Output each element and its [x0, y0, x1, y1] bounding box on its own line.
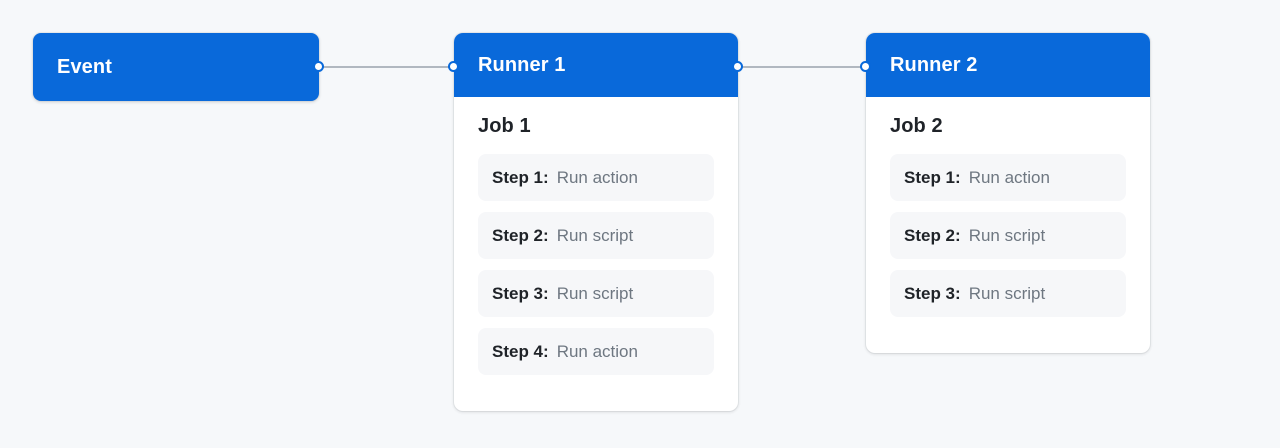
runner-2-step-list: Step 1: Run action Step 2: Run script St… [890, 154, 1126, 317]
step-item[interactable]: Step 3: Run script [478, 270, 714, 317]
node-runner-2[interactable]: Runner 2 Job 2 Step 1: Run action Step 2… [866, 33, 1150, 353]
step-label: Step 2: [492, 225, 549, 245]
step-item[interactable]: Step 3: Run script [890, 270, 1126, 317]
step-value: Run script [968, 283, 1046, 303]
runner-2-title: Runner 2 [890, 53, 978, 76]
handle-runner-1-right[interactable] [732, 61, 743, 72]
step-item[interactable]: Step 1: Run action [890, 154, 1126, 201]
node-event-label: Event [57, 55, 112, 78]
step-value: Run action [968, 167, 1050, 187]
step-value: Run action [556, 167, 638, 187]
step-value: Run script [556, 225, 634, 245]
step-value: Run script [556, 283, 634, 303]
step-item[interactable]: Step 4: Run action [478, 328, 714, 375]
node-runner-1[interactable]: Runner 1 Job 1 Step 1: Run action Step 2… [454, 33, 738, 411]
handle-runner-1-left[interactable] [448, 61, 459, 72]
step-item[interactable]: Step 2: Run script [890, 212, 1126, 259]
step-label: Step 2: [904, 225, 961, 245]
runner-2-job-title: Job 2 [890, 115, 943, 137]
step-label: Step 3: [904, 283, 961, 303]
runner-2-header: Runner 2 [866, 33, 1150, 97]
step-label: Step 3: [492, 283, 549, 303]
edge-runner-1-to-runner-2 [738, 66, 866, 68]
runner-1-job-title: Job 1 [478, 115, 531, 137]
step-value: Run script [968, 225, 1046, 245]
runner-1-step-list: Step 1: Run action Step 2: Run script St… [478, 154, 714, 375]
step-label: Step 1: [492, 167, 549, 187]
step-value: Run action [556, 341, 638, 361]
runner-1-header: Runner 1 [454, 33, 738, 97]
node-event[interactable]: Event [33, 33, 319, 101]
runner-1-body: Job 1 Step 1: Run action Step 2: Run scr… [454, 97, 738, 397]
step-label: Step 4: [492, 341, 549, 361]
step-item[interactable]: Step 1: Run action [478, 154, 714, 201]
step-item[interactable]: Step 2: Run script [478, 212, 714, 259]
step-label: Step 1: [904, 167, 961, 187]
runner-1-title: Runner 1 [478, 53, 566, 76]
edge-event-to-runner-1 [319, 66, 454, 68]
handle-runner-2-left[interactable] [860, 61, 871, 72]
runner-2-body: Job 2 Step 1: Run action Step 2: Run scr… [866, 97, 1150, 339]
handle-event-right[interactable] [313, 61, 324, 72]
